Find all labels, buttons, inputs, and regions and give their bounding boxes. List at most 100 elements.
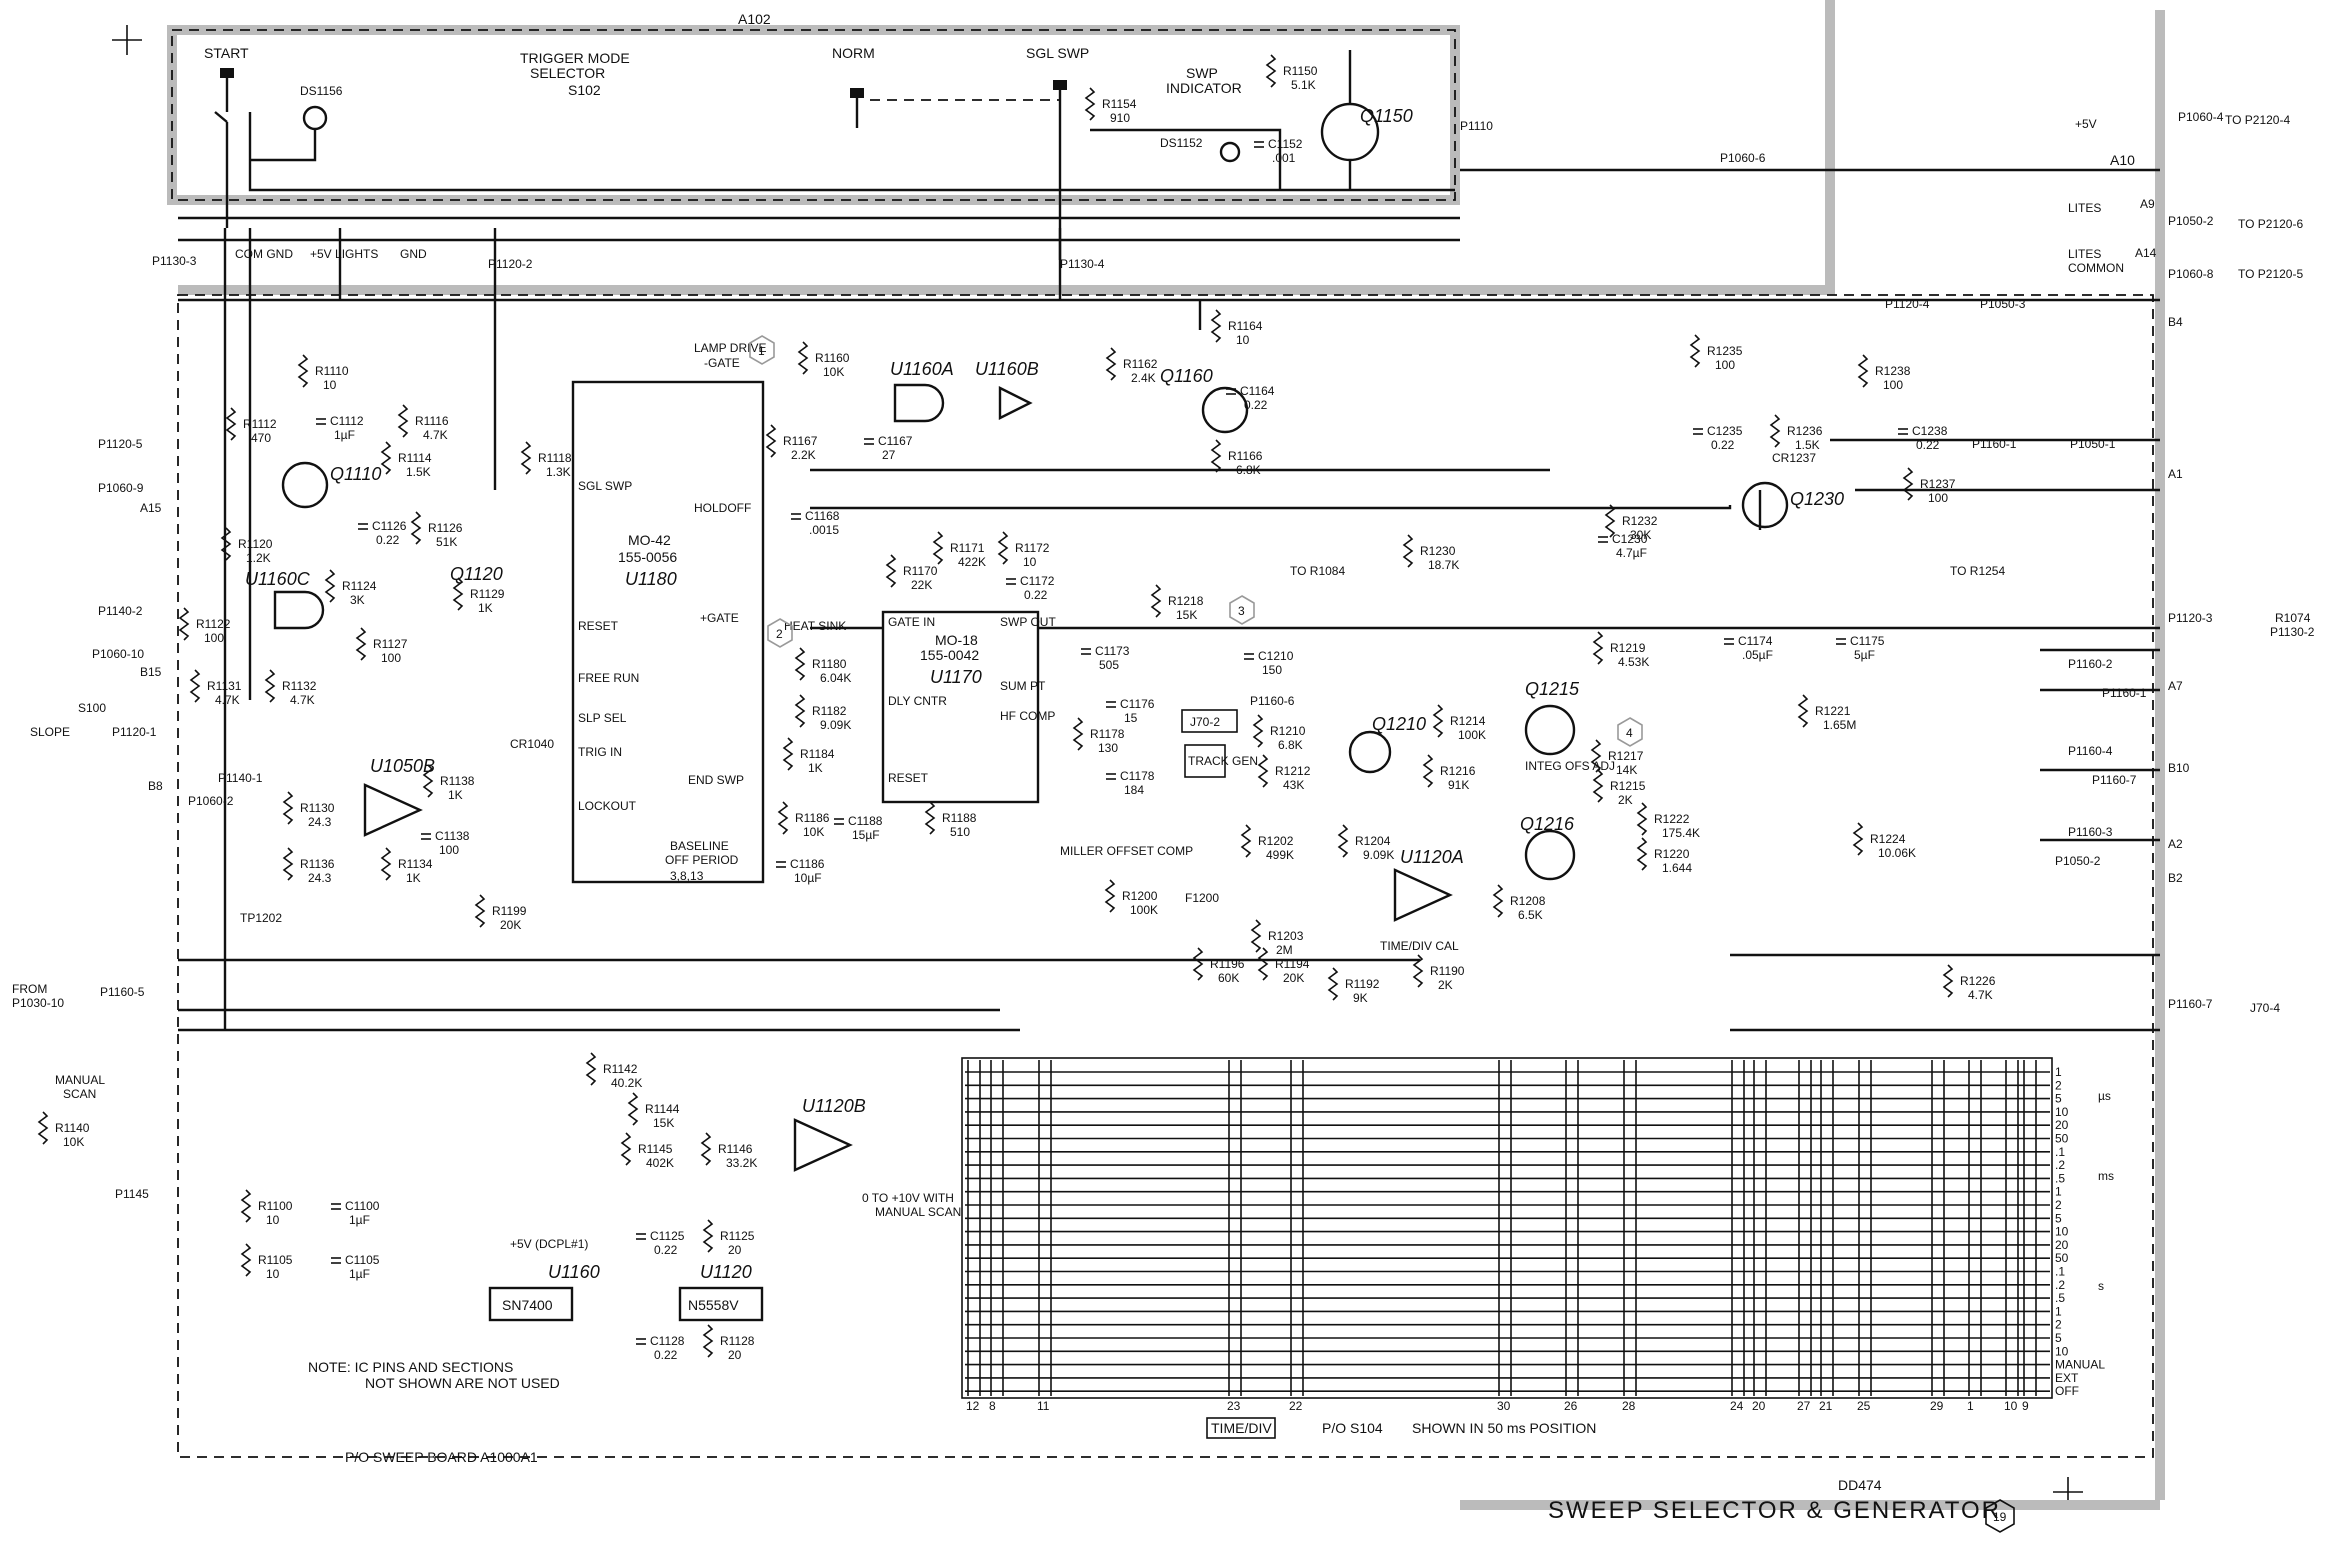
resistor-icon: [627, 1092, 639, 1126]
right-connector-label: A1: [2168, 467, 2183, 481]
resistor-ref: R1232: [1622, 514, 1658, 528]
capacitor-ref: C1238: [1912, 424, 1948, 438]
switch-column-number: 1: [1967, 1399, 1974, 1413]
resistor-icon: [765, 424, 777, 458]
right-connector-label: A7: [2168, 679, 2183, 693]
right-connector-label: R1074: [2275, 611, 2311, 625]
resistor-icon: [282, 847, 294, 881]
ic-reference-boxes: SN7400 U1160 +5V (DCPL#1) N5558V U1120: [488, 1237, 764, 1322]
left-connector-label: P1145: [115, 1187, 149, 1201]
resistor-icon: [702, 1324, 714, 1358]
u1050b-label: U1050B: [370, 756, 435, 776]
resistor-ref: R1167: [783, 434, 818, 448]
switch-column-number: 30: [1497, 1399, 1511, 1413]
label-j70-2: J70-2: [1190, 715, 1220, 729]
swp-ind-label-1: SWP: [1186, 65, 1218, 81]
gates-and-amps: U1160A U1160B U1160C U1050B U1120A U1120…: [245, 359, 1464, 1172]
resistor-value: 4.53K: [1618, 655, 1649, 669]
resistor-ref: R1128: [720, 1334, 755, 1348]
u1170-pin-sum-pt: SUM PT: [1000, 679, 1046, 693]
left-connector-label: P1130-4: [1060, 257, 1105, 271]
label-cr1040: CR1040: [510, 737, 554, 751]
resistor-icon: [1240, 824, 1252, 858]
switch-note: SHOWN IN 50 ms POSITION: [1412, 1420, 1596, 1436]
resistor-ref: R1146: [718, 1142, 753, 1156]
u1180-pin-trig-in: TRIG IN: [578, 745, 622, 759]
resistor-value: 20: [728, 1243, 742, 1257]
switch-column-number: 8: [989, 1399, 996, 1413]
resistor-ref: R1194: [1275, 957, 1310, 971]
capacitor-value: 15µF: [852, 828, 880, 842]
capacitor-value: 184: [1124, 783, 1144, 797]
resistor-value: 4.7K: [1968, 988, 1993, 1002]
right-connector-label: P1060-6: [1720, 151, 1766, 165]
switch-position-label: EXT: [2055, 1371, 2079, 1385]
right-connector-label: P1110: [1460, 119, 1493, 133]
right-connector-label: P1050-3: [1980, 297, 2026, 311]
right-connector-label: P1160-3: [2068, 825, 2113, 839]
resistor-value: 100K: [1130, 903, 1158, 917]
resistor-icon: [1636, 802, 1648, 836]
right-connector-label: LITES: [2068, 247, 2101, 261]
right-connector-label: +5V: [2075, 117, 2097, 131]
resistor-ref: R1208: [1510, 894, 1546, 908]
switch-column-number: 20: [1752, 1399, 1766, 1413]
capacitor-value: .0015: [809, 523, 839, 537]
resistor-value: 422K: [958, 555, 986, 569]
q1215-label: Q1215: [1525, 679, 1580, 699]
switch-position-label: 1: [2055, 1185, 2062, 1199]
swp-ind-label-2: INDICATOR: [1166, 80, 1242, 96]
right-connector-label: P1050-1: [2070, 437, 2116, 451]
resistor-value: 1.5K: [1795, 438, 1820, 452]
right-connector-label: P1060-8: [2168, 267, 2214, 281]
u1120b-amp-icon: [793, 1118, 853, 1172]
q1210-transistor-icon: [1348, 730, 1392, 774]
resistor-ref: R1105: [258, 1253, 293, 1267]
resistor-icon: [1072, 717, 1084, 751]
q1216-label: Q1216: [1520, 814, 1575, 834]
resistor-ref: R1178: [1090, 727, 1125, 741]
resistor-value: 100: [381, 651, 401, 665]
u1120-name: U1120: [700, 1262, 752, 1282]
resistor-icon: [240, 1189, 252, 1223]
resistor-value: 470: [251, 431, 271, 445]
switch-position-label: 1: [2055, 1304, 2062, 1318]
resistor-icon: [1104, 879, 1116, 913]
right-connector-label: TO P2120-4: [2225, 113, 2290, 127]
left-connector-label: P1060-9: [98, 481, 144, 495]
resistor-value: 1K: [448, 788, 463, 802]
resistor-icon: [380, 441, 392, 475]
switch-column-number: 12: [966, 1399, 980, 1413]
resistor-icon: [520, 441, 532, 475]
resistor-icon: [1942, 964, 1954, 998]
resistor-ref: R1188: [942, 811, 977, 825]
capacitor-ref: C1100: [345, 1199, 380, 1213]
capacitor-ref: C1112: [330, 414, 364, 428]
capacitor-value: 15: [1124, 711, 1138, 725]
reference-marker-hex: [1617, 717, 1643, 747]
resistor-ref: R1131: [207, 679, 242, 693]
left-connector-label: P1140-1: [218, 771, 263, 785]
resistor-value: 4.7K: [423, 428, 448, 442]
resistor-value: 402K: [646, 1156, 674, 1170]
capacitor-ref: C1126: [372, 519, 407, 533]
label-p1160-6: P1160-6: [1250, 694, 1295, 708]
capacitor-value: 0.22: [376, 533, 400, 547]
label-cr1237: CR1237: [1772, 451, 1816, 465]
resistor-ref: R1190: [1430, 964, 1465, 978]
resistor-icon: [997, 531, 1009, 565]
sgl-swp-switch-label: SGL SWP: [1026, 45, 1089, 61]
capacitor-value: 5µF: [1854, 648, 1875, 662]
resistor-icon: [240, 1243, 252, 1277]
resistor-icon: [178, 607, 190, 641]
q1215-transistor-icon: [1524, 704, 1576, 756]
resistor-icon: [932, 531, 944, 565]
trigger-part: S102: [568, 82, 601, 98]
switch-position-label: .1: [2055, 1265, 2065, 1279]
u1120b-label: U1120B: [802, 1096, 866, 1116]
resistor-value: 100: [204, 631, 224, 645]
capacitor-ref: C1175: [1850, 634, 1885, 648]
u1170-pin-hf-comp: HF COMP: [1000, 709, 1055, 723]
sweep-board-outline: [177, 294, 2154, 1458]
